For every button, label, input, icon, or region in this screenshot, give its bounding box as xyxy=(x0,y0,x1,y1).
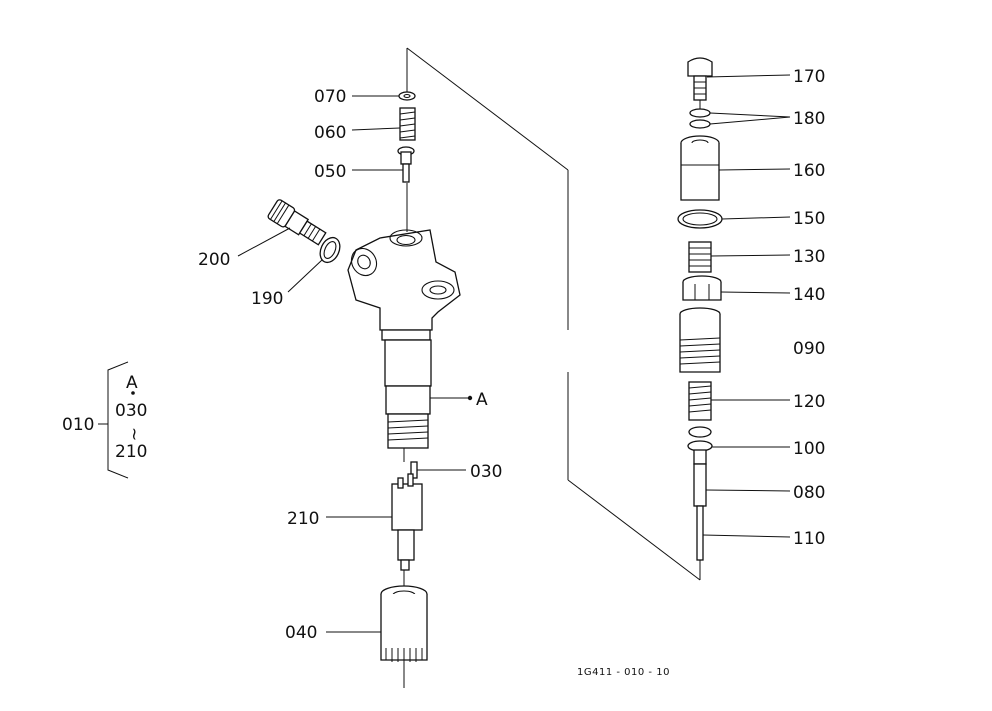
part-040-retaining-nut xyxy=(380,585,428,662)
label-160: 160 xyxy=(793,161,825,181)
assembly-range-tilde: ~ xyxy=(124,427,144,441)
part-070-shim xyxy=(398,91,416,101)
connector-lines xyxy=(403,47,701,688)
label-210: 210 xyxy=(287,509,319,529)
part-080-push-rod xyxy=(693,463,707,507)
label-150: 150 xyxy=(793,209,825,229)
leader-lines xyxy=(237,74,791,633)
label-080: 080 xyxy=(793,483,825,503)
part-050-pushrod xyxy=(397,146,415,183)
label-110: 110 xyxy=(793,529,825,549)
part-100-spring-seat xyxy=(687,426,713,465)
label-140: 140 xyxy=(793,285,825,305)
part-150-gasket xyxy=(677,209,723,229)
part-130-adjusting-screw xyxy=(688,241,712,273)
label-130: 130 xyxy=(793,247,825,267)
label-200: 200 xyxy=(198,250,230,270)
reference-a-dot xyxy=(467,395,473,401)
label-a: A xyxy=(476,390,488,410)
part-210-nozzle xyxy=(391,473,423,571)
part-090-spring-retainer xyxy=(679,307,721,373)
part-110-needle xyxy=(696,505,704,561)
assembly-label-010: 010 xyxy=(62,415,94,435)
label-170: 170 xyxy=(793,67,825,87)
part-180-washers xyxy=(689,108,711,129)
assembly-line-030: 030 xyxy=(115,401,147,421)
label-060: 060 xyxy=(314,123,346,143)
part-140-lock-nut xyxy=(682,275,722,301)
assembly-dot xyxy=(131,391,135,395)
label-180: 180 xyxy=(793,109,825,129)
label-100: 100 xyxy=(793,439,825,459)
drawing-code: 1G411 - 010 - 10 xyxy=(577,667,670,678)
assembly-line-210: 210 xyxy=(115,442,147,462)
part-120-spring xyxy=(688,381,712,421)
assembly-line-a: A xyxy=(126,373,138,393)
label-040: 040 xyxy=(285,623,317,643)
label-090: 090 xyxy=(793,339,825,359)
label-030: 030 xyxy=(470,462,502,482)
label-050: 050 xyxy=(314,162,346,182)
nozzle-holder-body xyxy=(347,229,461,449)
label-120: 120 xyxy=(793,392,825,412)
assembly-bracket xyxy=(98,361,129,479)
label-190: 190 xyxy=(251,289,283,309)
part-190-gasket xyxy=(319,236,341,264)
part-170-cap-nut xyxy=(687,57,713,101)
label-070: 070 xyxy=(314,87,346,107)
part-060-spring xyxy=(399,107,416,141)
part-160-nut xyxy=(680,135,720,201)
part-200-bleeder-screw xyxy=(267,199,327,246)
